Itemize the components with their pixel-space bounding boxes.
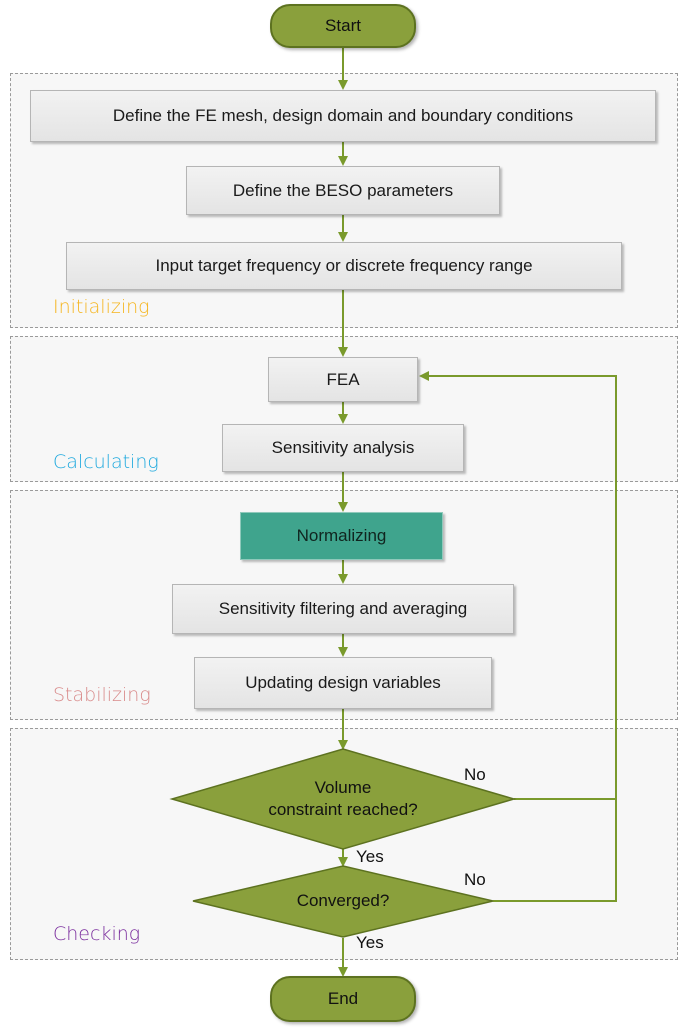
step-input-frequency-label: Input target frequency or discrete frequ… [155,256,533,275]
end-terminal: End [270,976,416,1022]
decision-volume-text: Volume constraint reached? [243,777,443,821]
step-updating-label: Updating design variables [245,673,441,692]
step-normalizing: Normalizing [240,512,443,560]
step-fea: FEA [268,357,418,402]
decision-volume-diamond [169,748,517,850]
step-updating: Updating design variables [194,657,492,709]
decision-volume-line2: constraint reached? [268,800,418,819]
step-filtering-label: Sensitivity filtering and averaging [218,599,468,618]
step-define-mesh: Define the FE mesh, design domain and bo… [30,90,656,142]
step-define-mesh-label: Define the FE mesh, design domain and bo… [112,106,574,125]
branch-converged-no: No [464,870,486,889]
step-fea-label: FEA [326,369,360,389]
step-filtering: Sensitivity filtering and averaging [172,584,514,634]
start-label: Start [325,16,361,35]
step-define-beso-label: Define the BESO parameters [232,180,454,200]
section-label-stabilizing: Stabilizing [53,684,151,706]
section-label-checking: Checking [53,923,141,945]
step-sensitivity-analysis: Sensitivity analysis [222,424,464,472]
branch-converged-yes: Yes [356,933,384,952]
decision-converged-text: Converged? [263,890,423,912]
branch-volume-yes: Yes [356,847,384,866]
decision-volume-line1: Volume [314,778,372,797]
step-sensitivity-analysis-label: Sensitivity analysis [271,438,415,457]
step-define-beso: Define the BESO parameters [186,166,500,215]
branch-volume-no: No [464,765,486,784]
end-label: End [327,989,359,1008]
decision-converged-diamond [192,865,494,938]
section-label-calculating: Calculating [53,451,159,473]
section-label-initializing: Initializing [53,296,150,318]
loop-converged-no [419,371,617,902]
step-normalizing-label: Normalizing [296,526,387,545]
start-terminal: Start [270,4,416,48]
step-input-frequency: Input target frequency or discrete frequ… [66,242,622,290]
decision-converged-label: Converged? [296,891,390,910]
